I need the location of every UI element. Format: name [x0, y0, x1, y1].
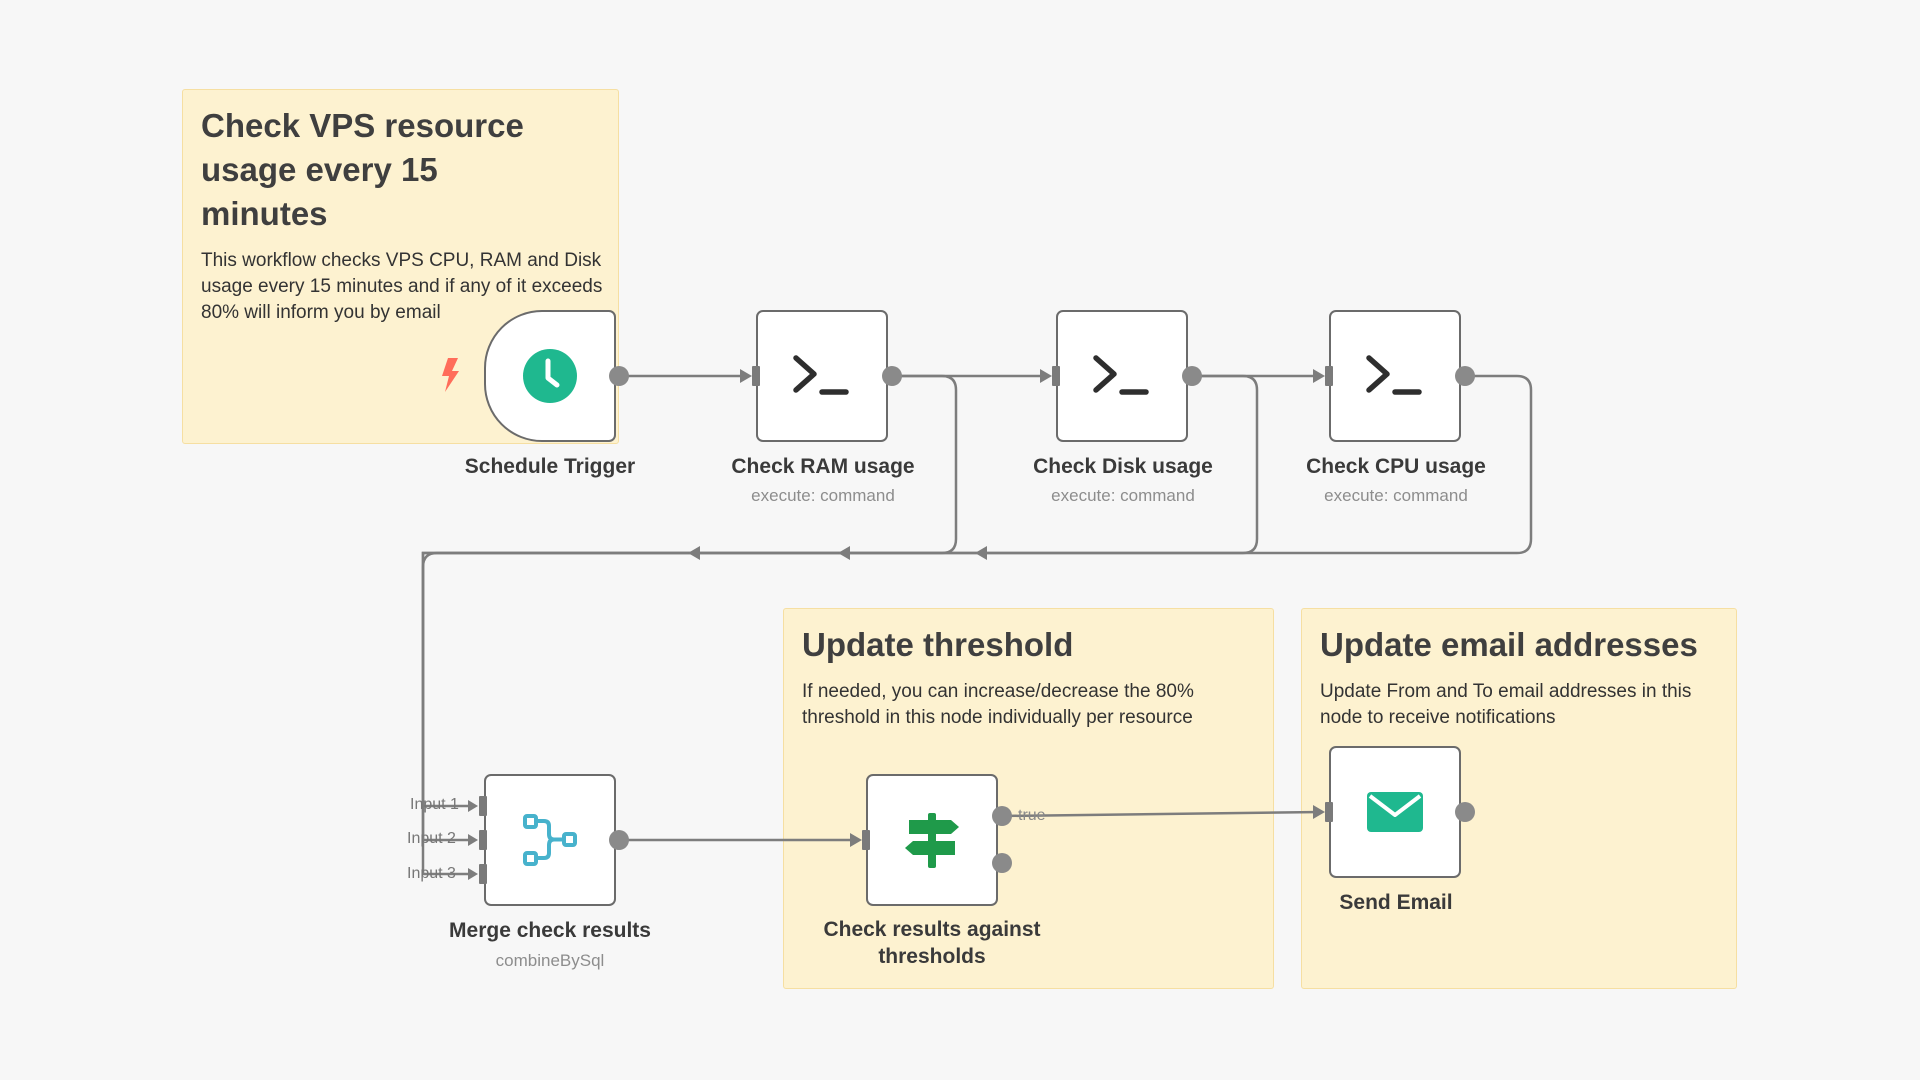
- clock-icon: [523, 349, 577, 403]
- cpu-node-label: Check CPU usage: [1306, 455, 1486, 478]
- merge-input-label-3: Input 3: [407, 865, 456, 882]
- node-check-ram-usage[interactable]: [756, 310, 888, 442]
- merge-input-port-1[interactable]: [479, 796, 487, 816]
- cpu-output-port[interactable]: [1455, 366, 1475, 386]
- arrow-return-1: [688, 546, 700, 560]
- ram-node-label: Check RAM usage: [731, 455, 915, 478]
- mail-icon: [1367, 792, 1423, 832]
- if-true-output-port[interactable]: [992, 806, 1012, 826]
- arrow-return-3: [975, 546, 987, 560]
- merge-input-port-3[interactable]: [479, 864, 487, 884]
- disk-input-port[interactable]: [1052, 366, 1060, 386]
- arrow-into-merge-1: [468, 800, 478, 812]
- wire-ram-to-merge: [421, 374, 958, 808]
- merge-input-label-2: Input 2: [407, 830, 456, 847]
- node-check-results-against-thresholds[interactable]: [866, 774, 998, 906]
- disk-node-subtitle: execute: command: [1051, 486, 1195, 505]
- sticky-note-threshold[interactable]: Update threshold If needed, you can incr…: [783, 608, 1274, 989]
- wire-cpu-to-merge: [421, 374, 1533, 876]
- node-check-cpu-usage[interactable]: [1329, 310, 1461, 442]
- merge-node-subtitle: combineBySql: [495, 951, 605, 970]
- merge-input-label-1: Input 1: [410, 796, 459, 813]
- if-false-output-port[interactable]: [992, 853, 1012, 873]
- node-merge-check-results[interactable]: [484, 774, 616, 906]
- terminal-icon: [1366, 355, 1422, 395]
- wire-disk-to-merge: [421, 374, 1259, 842]
- ram-node-subtitle: execute: command: [751, 486, 895, 505]
- sticky-note-main[interactable]: Check VPS resource usage every 15 minute…: [182, 89, 619, 444]
- arrow-into-email: [1313, 805, 1325, 819]
- if-node-label: Check results against thresholds: [823, 918, 1041, 968]
- terminal-icon: [793, 355, 849, 395]
- arrow-return-2: [838, 546, 850, 560]
- sticky-threshold-title: Update threshold: [802, 626, 1074, 663]
- sticky-email-title: Update email addresses: [1320, 626, 1698, 663]
- sticky-threshold-body: If needed, you can increase/decrease the…: [802, 681, 1194, 728]
- schedule-trigger-label: Schedule Trigger: [464, 455, 636, 478]
- ram-input-port[interactable]: [752, 366, 760, 386]
- terminal-icon: [1093, 355, 1149, 395]
- sticky-email-body: Update From and To email addresses in th…: [1320, 681, 1692, 728]
- if-input-port[interactable]: [862, 830, 870, 850]
- arrow-into-merge-2: [468, 834, 478, 846]
- arrow-into-ram: [740, 369, 752, 383]
- merge-node-label: Merge check results: [449, 919, 651, 942]
- cpu-node-subtitle: execute: command: [1324, 486, 1468, 505]
- arrow-into-merge-3: [468, 868, 478, 880]
- schedule-output-port[interactable]: [609, 366, 629, 386]
- node-send-email[interactable]: [1329, 746, 1461, 878]
- merge-icon: [523, 814, 577, 866]
- node-check-disk-usage[interactable]: [1056, 310, 1188, 442]
- signpost-icon: [905, 813, 959, 868]
- sticky-main-body: This workflow checks VPS CPU, RAM and Di…: [201, 250, 603, 323]
- arrow-into-if: [850, 833, 862, 847]
- arrow-into-cpu: [1313, 369, 1325, 383]
- wire-if-true-to-email: [1001, 810, 1322, 818]
- email-output-port[interactable]: [1455, 802, 1475, 822]
- merge-output-port[interactable]: [609, 830, 629, 850]
- disk-node-label: Check Disk usage: [1033, 455, 1213, 478]
- cpu-input-port[interactable]: [1325, 366, 1333, 386]
- merge-input-port-2[interactable]: [479, 830, 487, 850]
- node-schedule-trigger[interactable]: [484, 310, 616, 442]
- email-input-port[interactable]: [1325, 802, 1333, 822]
- sticky-main-title: Check VPS resource usage every 15 minute…: [201, 107, 524, 232]
- disk-output-port[interactable]: [1182, 366, 1202, 386]
- ram-output-port[interactable]: [882, 366, 902, 386]
- email-node-label: Send Email: [1339, 891, 1453, 914]
- if-true-label: true: [1018, 807, 1046, 824]
- arrow-into-disk: [1040, 369, 1052, 383]
- trigger-bolt-icon: [442, 358, 459, 392]
